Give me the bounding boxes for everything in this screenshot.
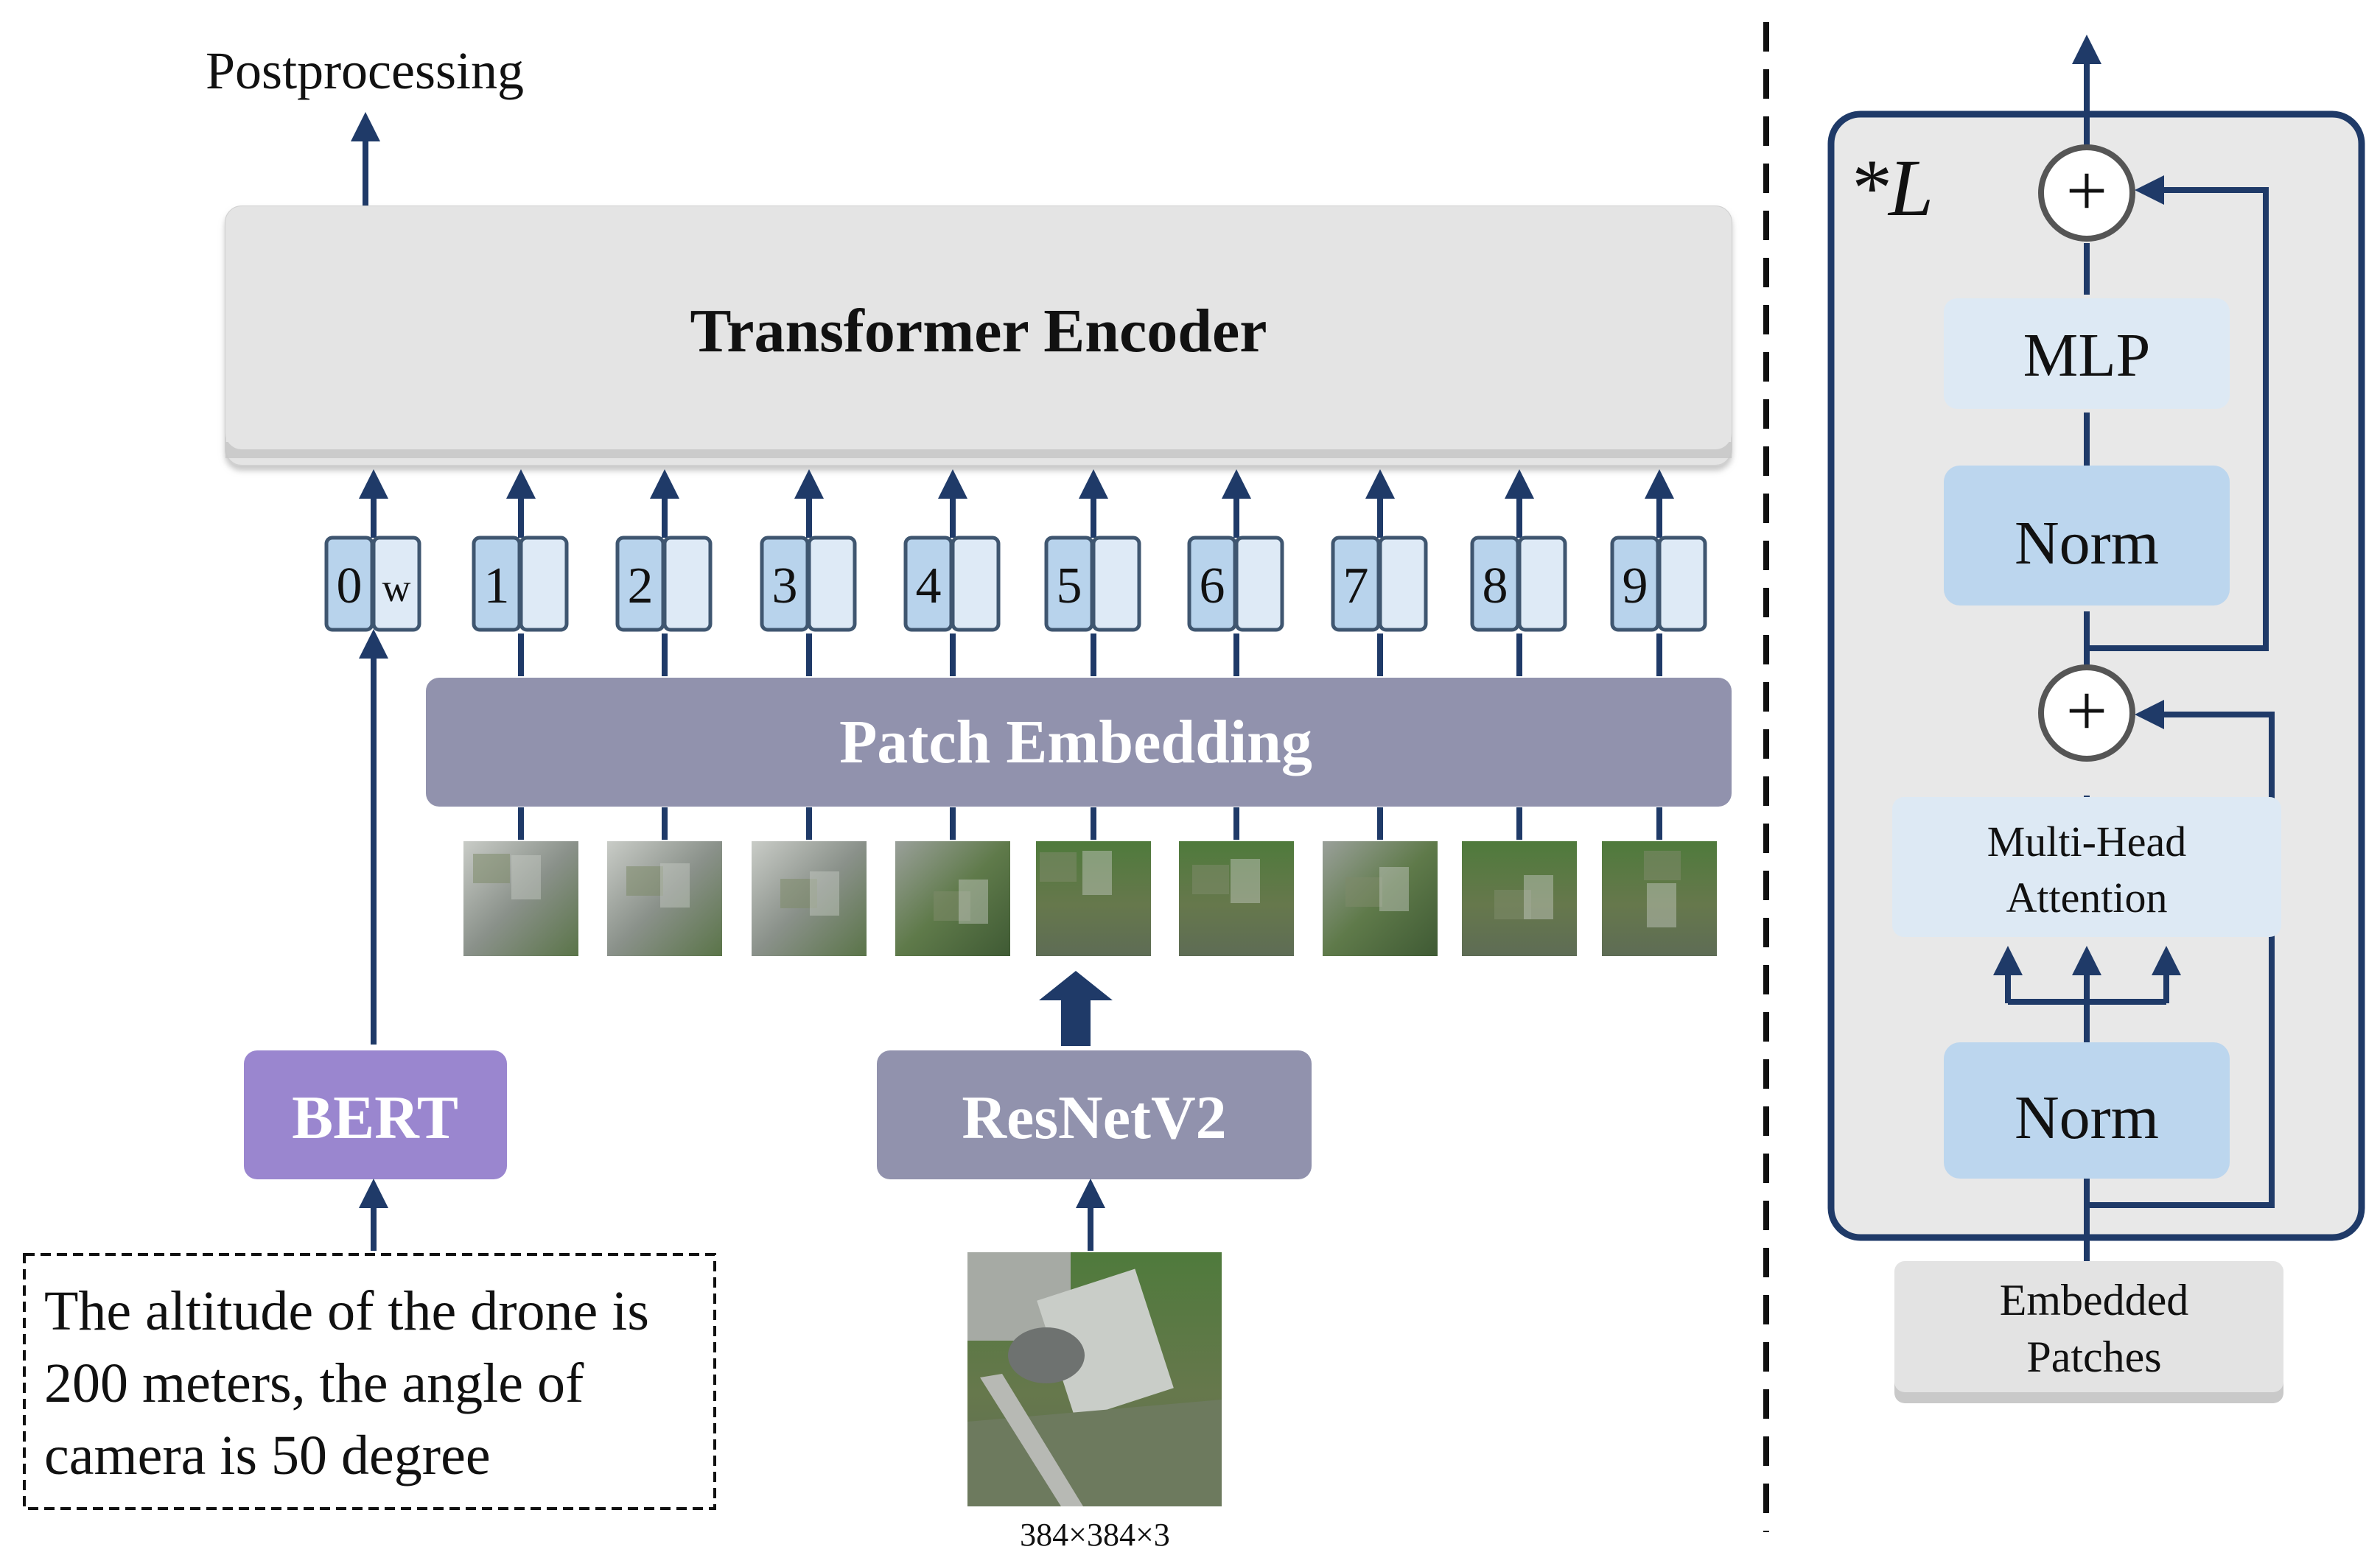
resnet-block <box>877 1050 1312 1179</box>
bert-block <box>244 1050 507 1179</box>
token-embedding-cell <box>1517 536 1567 632</box>
image-patch-tile <box>752 841 867 956</box>
prompt-line-3: camera is 50 degree <box>44 1425 491 1486</box>
patch-embedding-block <box>426 678 1732 807</box>
attention-block <box>1892 797 2281 937</box>
mlp-block <box>1944 298 2230 409</box>
token-index-label: 9 <box>1623 558 1648 614</box>
token-index-label: 4 <box>916 558 942 614</box>
resnet-to-patches-arrow <box>1039 971 1113 1046</box>
image-patch-tile <box>1462 841 1577 956</box>
token-embedding-cell <box>1378 536 1428 632</box>
token-embedding-cell <box>519 536 569 632</box>
prompt-text-box <box>23 1253 716 1510</box>
transformer-encoder-label: Transformer Encoder <box>690 297 1267 365</box>
input-size-label: 384×384×3 <box>1020 1517 1170 1553</box>
token-embedding-cell <box>951 536 1001 632</box>
token-index-label: 0 <box>337 558 363 614</box>
image-patch-tile <box>1323 841 1438 956</box>
token-embedding-cell <box>1657 536 1707 632</box>
norm-top-label: Norm <box>2015 509 2159 578</box>
bert-label: BERT <box>292 1084 458 1152</box>
token-embedding-cell <box>1234 536 1284 632</box>
input-aerial-image <box>967 1252 1222 1506</box>
prompt-line-2: 200 meters, the angle of <box>44 1352 584 1414</box>
norm-top-block <box>1944 466 2230 605</box>
image-patch-tile <box>607 841 722 956</box>
token-extra-label: w <box>382 566 411 610</box>
postprocessing-label: Postprocessing <box>206 41 524 100</box>
token-embedding-cell <box>371 536 421 632</box>
token-index-label: 3 <box>772 558 798 614</box>
image-patch-tile <box>1602 841 1717 956</box>
token-embedding-cell <box>1091 536 1141 632</box>
image-patch-tile <box>895 841 1010 956</box>
token-index-label: 2 <box>628 558 654 614</box>
repeat-label: *L <box>1848 143 1933 233</box>
residual-add-symbol-bottom: + <box>2066 670 2107 751</box>
token-index-label: 8 <box>1483 558 1508 614</box>
attention-line-2: Attention <box>2006 874 2167 922</box>
image-patch-tile <box>1036 841 1151 956</box>
patch-embedding-label: Patch Embedding <box>839 708 1312 776</box>
resnet-label: ResNetV2 <box>962 1084 1226 1152</box>
embedded-patches-block <box>1894 1261 2283 1392</box>
embedded-line-2: Patches <box>2026 1333 2161 1381</box>
residual-add-circle-bottom <box>2038 664 2135 762</box>
token-embedding-cell <box>662 536 713 632</box>
mlp-label: MLP <box>2023 321 2151 390</box>
token-embedding-cell <box>807 536 857 632</box>
norm-bottom-label: Norm <box>2015 1084 2159 1152</box>
prompt-line-1: The altitude of the drone is <box>44 1280 649 1342</box>
embedded-line-1: Embedded <box>2000 1276 2189 1324</box>
token-index-label: 1 <box>484 558 510 614</box>
token-index-label: 6 <box>1200 558 1225 614</box>
residual-add-symbol-top: + <box>2066 150 2107 231</box>
norm-bottom-block <box>1944 1042 2230 1179</box>
attention-line-1: Multi-Head <box>1987 818 2187 866</box>
image-patch-tile <box>463 841 578 956</box>
token-index-label: 7 <box>1343 558 1369 614</box>
residual-add-circle-top <box>2038 144 2135 242</box>
token-index-label: 5 <box>1057 558 1082 614</box>
image-patch-tile <box>1179 841 1294 956</box>
